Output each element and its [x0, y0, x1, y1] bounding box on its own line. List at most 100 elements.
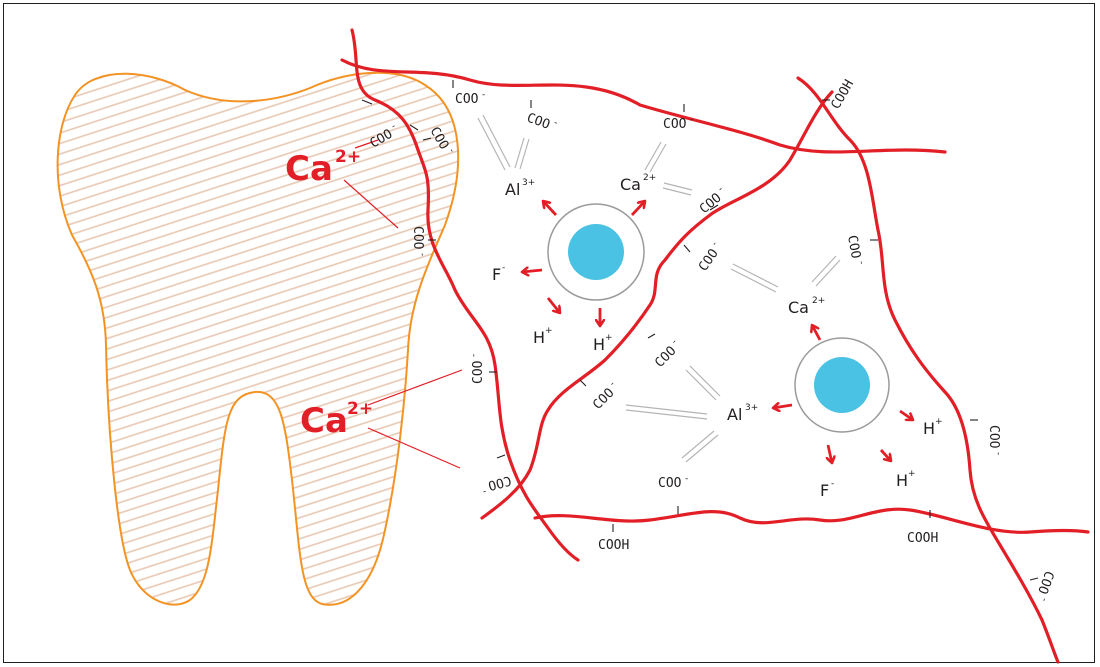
svg-text:COO: COO	[455, 92, 479, 107]
ion-label: H+	[533, 326, 553, 347]
polymer-chain	[350, 28, 580, 562]
svg-text:-: -	[1038, 596, 1049, 602]
tooth	[56, 71, 460, 606]
svg-text:COO: COO	[486, 472, 513, 493]
ion-label: H+	[896, 469, 916, 490]
svg-text:-: -	[670, 337, 679, 346]
bond	[730, 263, 779, 293]
bond	[477, 114, 511, 171]
coo-group: COO-	[844, 234, 866, 265]
svg-text:+: +	[605, 333, 613, 343]
svg-text:3+: 3+	[745, 403, 758, 413]
svg-text:Al: Al	[505, 180, 520, 199]
svg-text:H: H	[533, 328, 545, 347]
ca-link	[367, 427, 461, 469]
coo-group: COO-	[658, 474, 688, 491]
arrow	[543, 201, 558, 216]
release-arrows	[522, 201, 913, 463]
cooh-group: COOH	[907, 531, 938, 546]
bond	[681, 430, 719, 463]
svg-text:Ca: Ca	[788, 298, 809, 317]
coo-group: COO-	[469, 354, 486, 384]
svg-text:-: -	[417, 253, 427, 256]
svg-text:H: H	[593, 335, 605, 354]
svg-text:H: H	[923, 419, 935, 438]
tooth-ca-ion: Ca 2+	[300, 399, 373, 441]
arrow	[879, 449, 891, 461]
coo-group: COO-	[663, 115, 693, 132]
polymer-chain	[796, 76, 1060, 664]
glass-particle-bottom	[794, 337, 890, 433]
coo-group: COO-	[652, 337, 679, 370]
group-ticks	[361, 80, 1039, 581]
polymer-chain	[340, 58, 947, 154]
ca-link	[354, 139, 379, 149]
svg-text:F: F	[492, 265, 501, 284]
svg-text:-: -	[390, 122, 398, 132]
ion-symbol: Ca	[285, 149, 333, 189]
svg-text:-: -	[831, 479, 834, 489]
svg-text:2+: 2+	[812, 296, 825, 306]
ion-label: F-	[820, 479, 834, 500]
ion-charge: 2+	[347, 399, 373, 419]
coo-group: COO-	[455, 90, 485, 107]
coo-group: COO-	[525, 111, 559, 133]
svg-text:-: -	[856, 260, 866, 265]
svg-text:F: F	[820, 481, 829, 500]
ca-link	[367, 369, 463, 406]
svg-text:-: -	[993, 452, 1003, 455]
arrow	[546, 297, 560, 313]
arrow	[630, 201, 645, 216]
arrow	[522, 270, 543, 272]
svg-text:-: -	[482, 90, 485, 100]
svg-text:-: -	[502, 263, 505, 273]
svg-text:-: -	[446, 147, 456, 155]
svg-text:COO: COO	[663, 117, 687, 132]
bond	[644, 141, 667, 173]
arrow	[812, 325, 822, 341]
svg-text:COO: COO	[697, 190, 725, 217]
cooh-group: COOH	[598, 538, 629, 553]
ion-symbol: Ca	[300, 401, 348, 441]
svg-text:H: H	[896, 471, 908, 490]
svg-text:COO: COO	[525, 111, 552, 133]
ion-label: F-	[492, 263, 505, 284]
ion-label: H+	[923, 417, 943, 438]
svg-text:-: -	[716, 185, 725, 195]
ion-label: H+	[593, 333, 613, 354]
svg-text:Ca: Ca	[620, 175, 641, 194]
svg-text:COO: COO	[986, 425, 1001, 449]
bond	[685, 365, 721, 401]
tooth-outline	[56, 71, 460, 606]
svg-text:+: +	[908, 469, 916, 479]
cooh-group: COOH	[828, 77, 857, 112]
bond	[811, 255, 841, 287]
arrow	[773, 405, 793, 408]
ionic-bonds	[477, 114, 841, 463]
svg-text:+: +	[545, 326, 553, 336]
coo-group: COO-	[1034, 569, 1056, 603]
ion-charge: 2+	[335, 147, 361, 167]
svg-text:-: -	[685, 474, 688, 484]
particle-core	[568, 224, 624, 280]
svg-text:-: -	[469, 354, 479, 357]
svg-text:COO: COO	[696, 246, 722, 274]
polymer-chains	[340, 28, 1090, 664]
bond	[662, 182, 693, 196]
svg-text:COO: COO	[590, 385, 617, 412]
svg-text:3+: 3+	[522, 178, 535, 188]
bond	[514, 137, 530, 170]
polymer-chain	[533, 507, 1090, 534]
svg-text:COO: COO	[658, 476, 682, 491]
svg-text:-: -	[608, 379, 617, 388]
svg-text:-: -	[552, 118, 558, 129]
coo-group: COO-	[696, 240, 722, 275]
svg-text:-: -	[710, 240, 720, 248]
svg-text:2+: 2+	[643, 173, 656, 183]
tooth-ca-ion: Ca 2+	[285, 147, 361, 189]
bond	[625, 404, 708, 420]
coo-group: COO-	[590, 379, 617, 412]
